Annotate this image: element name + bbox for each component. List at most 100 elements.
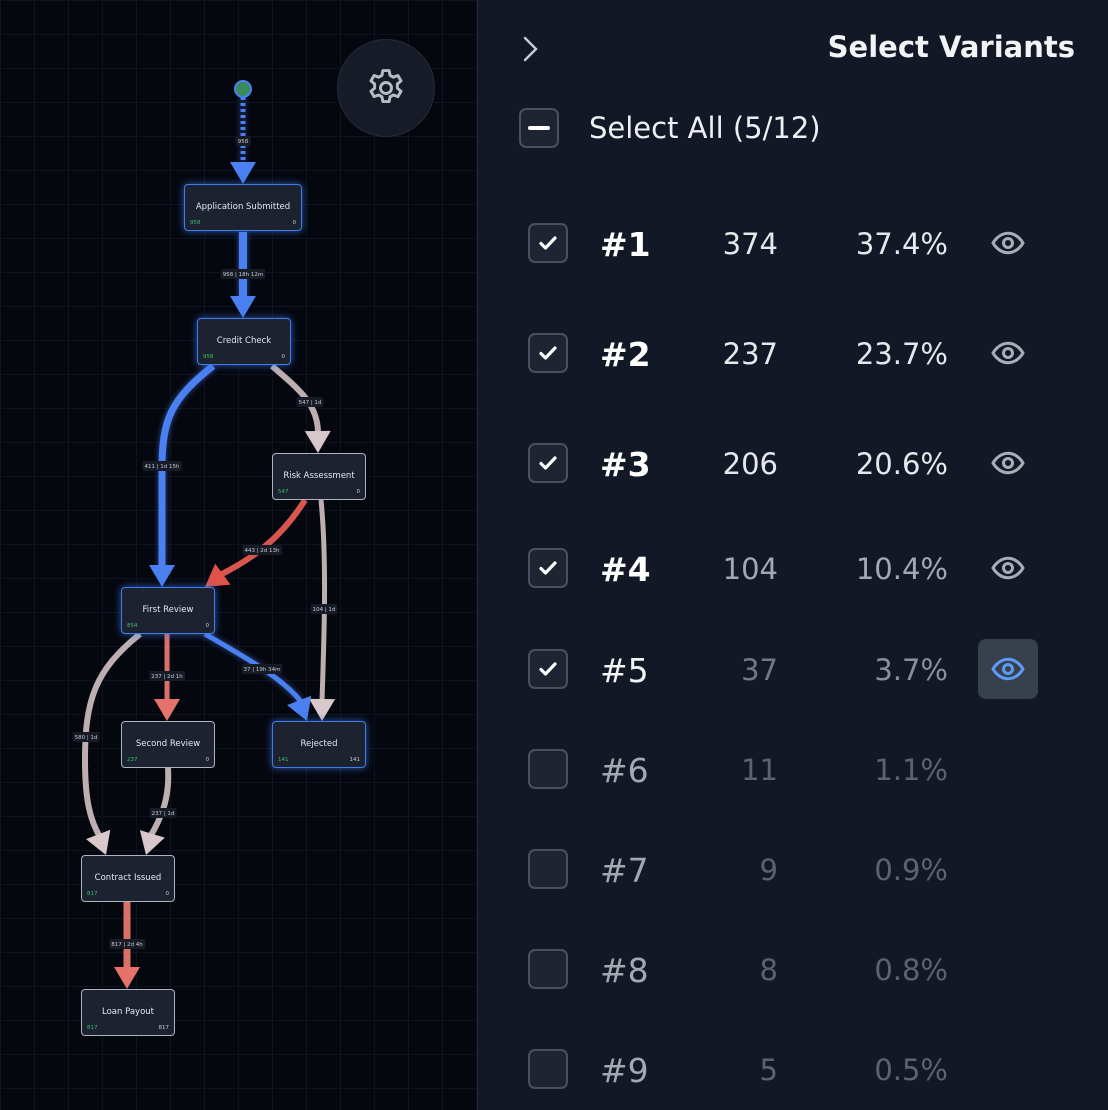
variant-checkbox[interactable] <box>528 749 568 789</box>
node-name: Second Review <box>135 739 201 749</box>
checkmark-icon <box>539 561 557 575</box>
collapse-panel-button[interactable] <box>518 34 542 64</box>
variant-row: #8 8 0.8% <box>528 939 1048 999</box>
node-out-count: 0 <box>205 757 210 763</box>
edge-label: 237 | 2d 1h <box>149 671 186 681</box>
node-name: Risk Assessment <box>283 471 355 481</box>
toggle-variant-visibility-button[interactable] <box>978 213 1038 273</box>
edge-label-text: 104 | 1d <box>313 607 336 613</box>
panel-title: Select Variants <box>827 30 1075 64</box>
variant-checkbox[interactable] <box>528 649 568 689</box>
variant-row: #3 206 20.6% <box>528 433 1048 493</box>
start-node[interactable] <box>234 80 252 98</box>
edge-label: 37 | 19h 34m <box>241 664 283 674</box>
edge-start[interactable] <box>230 97 256 184</box>
edge-label-text: 37 | 19h 34m <box>244 667 281 673</box>
variant-id: #6 <box>600 751 649 790</box>
variant-count: 104 <box>722 552 778 586</box>
edge-credit-to-first[interactable] <box>149 363 216 587</box>
variant-row: #1 374 37.4% <box>528 213 1048 273</box>
edge-label: 547 | 1d <box>296 397 324 407</box>
toggle-variant-visibility-button[interactable] <box>978 323 1038 383</box>
variant-checkbox[interactable] <box>528 1049 568 1089</box>
edge-risk-to-rejected[interactable] <box>309 499 336 721</box>
variant-id: #3 <box>600 445 651 484</box>
edge-label: 411 | 1d 15h <box>142 461 183 471</box>
toggle-variant-visibility-button[interactable] <box>978 639 1038 699</box>
arrowhead-icon <box>149 565 175 587</box>
toggle-variant-visibility-button[interactable] <box>978 538 1038 598</box>
variant-percent: 23.7% <box>855 337 948 371</box>
variant-id: #4 <box>600 550 651 589</box>
checkmark-icon <box>539 346 557 360</box>
node-out-count: 141 <box>349 757 361 763</box>
variant-count: 37 <box>741 653 778 687</box>
eye-icon <box>991 556 1025 580</box>
edge-first-to-rejected[interactable] <box>203 631 312 721</box>
node-in-count: 817 <box>87 891 98 897</box>
process-map-canvas[interactable]: 958 958 | 18h 12m 411 | 1d 15h 547 | 1d 443 … <box>0 0 477 1110</box>
arrowhead-icon <box>286 695 312 721</box>
node-out-count: 0 <box>356 489 361 495</box>
variant-percent: 0.8% <box>874 953 948 987</box>
variant-checkbox[interactable] <box>528 223 568 263</box>
edge-label-text: 547 | 1d <box>299 400 322 406</box>
variant-id: #5 <box>600 651 649 690</box>
checkmark-icon <box>539 456 557 470</box>
edge-label: 443 | 2d 13h <box>242 545 283 555</box>
variant-checkbox[interactable] <box>528 548 568 588</box>
edge-credit-to-risk[interactable] <box>270 363 331 453</box>
variant-count: 9 <box>759 853 778 887</box>
edge-risk-to-first[interactable] <box>205 498 308 587</box>
variant-id: #9 <box>600 1051 649 1090</box>
select-all-label: Select All (5/12) <box>589 111 821 145</box>
node-risk[interactable]: Risk Assessment 547 0 <box>272 453 366 500</box>
edge-label: 237 | 1d <box>149 808 177 818</box>
node-name: Loan Payout <box>102 1007 154 1017</box>
settings-button[interactable] <box>337 39 435 137</box>
variant-row: #5 37 3.7% <box>528 639 1048 699</box>
eye-icon <box>991 657 1025 681</box>
variant-checkbox[interactable] <box>528 333 568 373</box>
edge-label: 958 <box>235 136 251 146</box>
variant-percent: 10.4% <box>855 552 948 586</box>
edge-label-text: 580 | 1d <box>75 735 98 741</box>
variant-checkbox[interactable] <box>528 443 568 483</box>
edge-label: 580 | 1d <box>72 732 100 742</box>
edge-label-text: 958 | 18h 12m <box>223 272 263 278</box>
eye-icon <box>991 231 1025 255</box>
arrowhead-icon <box>304 430 331 453</box>
variant-percent: 3.7% <box>874 653 948 687</box>
edge-first-to-second[interactable] <box>154 634 180 721</box>
edge-contract-to-payout[interactable] <box>114 902 140 989</box>
node-in-count: 141 <box>278 757 289 763</box>
variant-percent: 0.5% <box>874 1053 948 1087</box>
arrowhead-icon <box>230 296 256 318</box>
variant-checkbox[interactable] <box>528 949 568 989</box>
arrowhead-icon <box>154 699 180 721</box>
variant-id: #2 <box>600 335 651 374</box>
edge-label-text: 443 | 2d 13h <box>244 548 280 554</box>
arrowhead-icon <box>205 563 231 587</box>
edge-line <box>218 498 308 578</box>
variant-percent: 20.6% <box>855 447 948 481</box>
variant-row: #6 11 1.1% <box>528 739 1048 799</box>
toggle-variant-visibility-button[interactable] <box>978 433 1038 493</box>
edge-label-text: 817 | 2d 4h <box>111 942 143 948</box>
edge-app-to-credit[interactable] <box>230 232 256 318</box>
select-all-checkbox[interactable]: Select All (5/12) <box>519 108 821 148</box>
variant-checkbox[interactable] <box>528 849 568 889</box>
node-out-count: 817 <box>158 1025 170 1031</box>
node-in-count: 547 <box>278 489 289 495</box>
arrowhead-icon <box>230 162 256 184</box>
variant-count: 8 <box>759 953 778 987</box>
edge-first-to-contract[interactable] <box>81 631 142 855</box>
variant-count: 206 <box>722 447 778 481</box>
